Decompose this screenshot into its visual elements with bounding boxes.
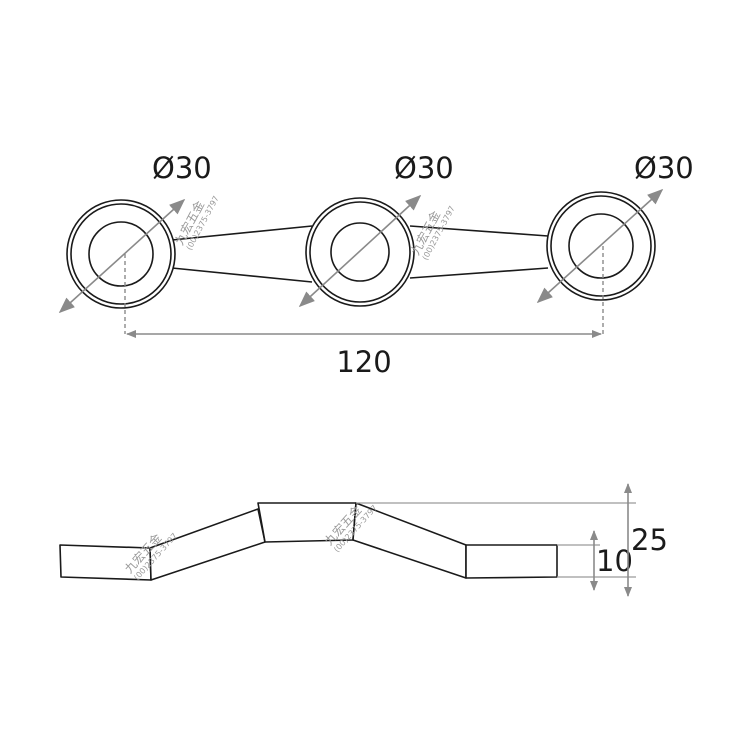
top-view: Ø30 Ø30 Ø30 120 九宏五金 (00)2375-3797 九宏五金 … <box>58 151 694 379</box>
diameter-label-left: Ø30 <box>152 151 212 185</box>
span-dimension <box>124 246 604 338</box>
height-label: 25 <box>631 523 668 557</box>
diameter-leaders <box>58 188 664 314</box>
plate-segment-right-flat <box>465 544 558 579</box>
diameter-label-right: Ø30 <box>634 151 694 185</box>
side-view: 10 25 九宏五金 (00)2375-3797 九宏五金 (00)2375-3… <box>59 483 668 597</box>
watermark-top-1: 九宏五金 (00)2375-3797 <box>171 194 220 251</box>
diameter-label-middle: Ø30 <box>394 151 454 185</box>
connecting-arms <box>171 225 549 283</box>
span-label: 120 <box>336 345 391 379</box>
